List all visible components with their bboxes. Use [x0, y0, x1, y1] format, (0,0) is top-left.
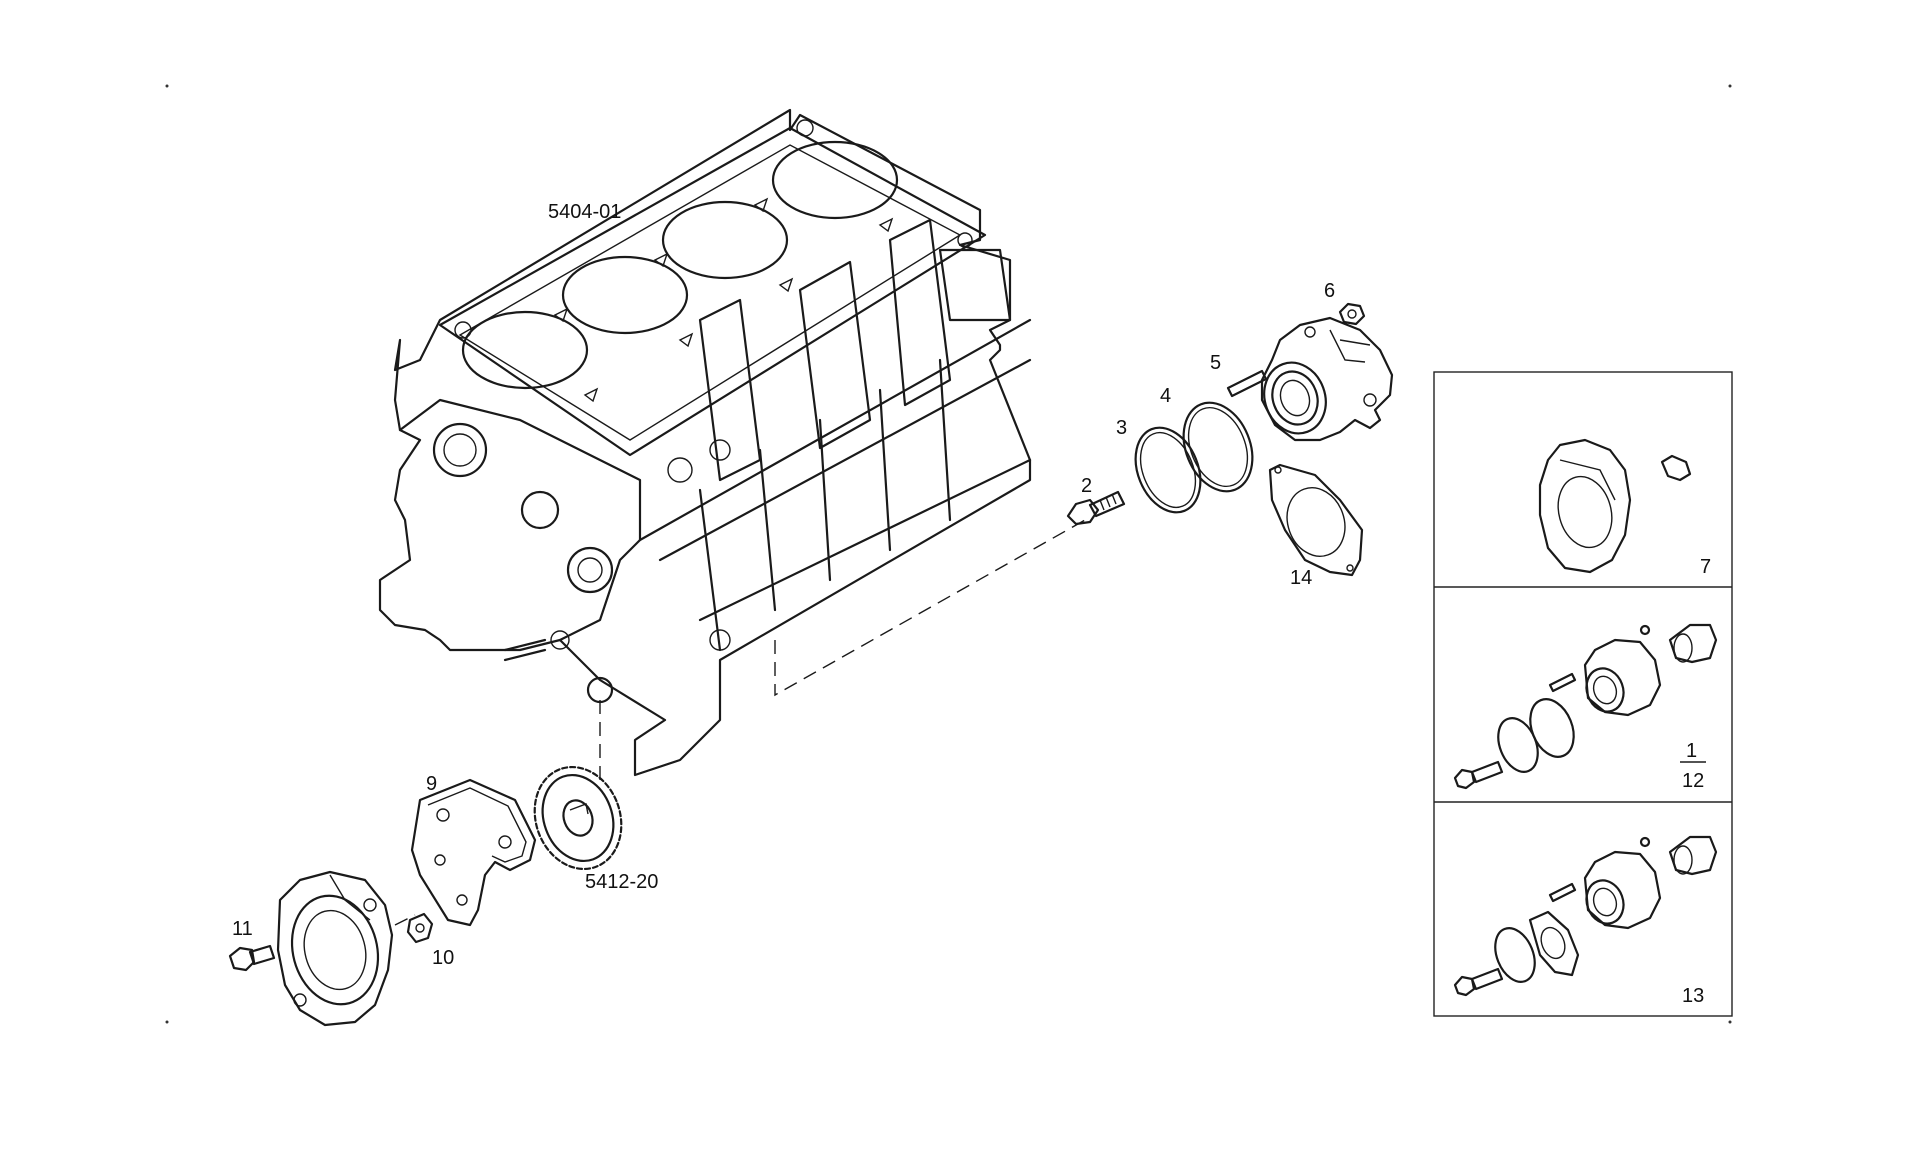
label-part-12: 12	[1682, 770, 1704, 792]
engine-block	[378, 108, 1032, 777]
label-part-5: 5	[1210, 352, 1221, 374]
leader-lines	[394, 519, 1086, 926]
part-labels: 5404-01 5412-20 2 3 4 5 6 14 9 10 11 7 1…	[232, 201, 1711, 1007]
label-part-6: 6	[1324, 280, 1335, 302]
gasket-part-14	[1268, 463, 1364, 577]
bracket-part-9	[410, 778, 537, 927]
bolt-part-2	[1066, 490, 1126, 526]
label-part-9: 9	[426, 773, 437, 795]
sprocket-part-5412-20	[533, 765, 623, 871]
inset-part-12-drawing	[1453, 623, 1718, 790]
label-part-2: 2	[1081, 475, 1092, 497]
label-part-10: 10	[432, 947, 454, 969]
label-part-7: 7	[1700, 556, 1711, 578]
vacuum-pump-housing	[276, 870, 394, 1027]
o-ring-part-3	[1134, 426, 1202, 514]
bolt-part-11	[228, 944, 276, 972]
inset-box-outer	[1433, 371, 1733, 1017]
fitting-part-6	[1338, 302, 1366, 326]
label-block: 5404-01	[548, 201, 621, 223]
o-ring-part-4	[1182, 401, 1254, 493]
inset-panels	[1433, 371, 1733, 1017]
label-part-13: 13	[1682, 985, 1704, 1007]
inset-part-13-drawing	[1453, 835, 1718, 997]
label-part-1: 1	[1686, 740, 1697, 762]
label-part-14: 14	[1290, 567, 1312, 589]
corner-marks	[165, 84, 1732, 1024]
inset-part-7-drawing	[1538, 438, 1692, 574]
label-part-11: 11	[232, 918, 253, 940]
pin-part-5	[1226, 369, 1268, 398]
clip-part-10	[406, 912, 434, 944]
label-sprocket: 5412-20	[585, 871, 658, 893]
pump-part-1	[1260, 316, 1394, 442]
label-part-3: 3	[1116, 417, 1127, 439]
label-part-4: 4	[1160, 385, 1171, 407]
